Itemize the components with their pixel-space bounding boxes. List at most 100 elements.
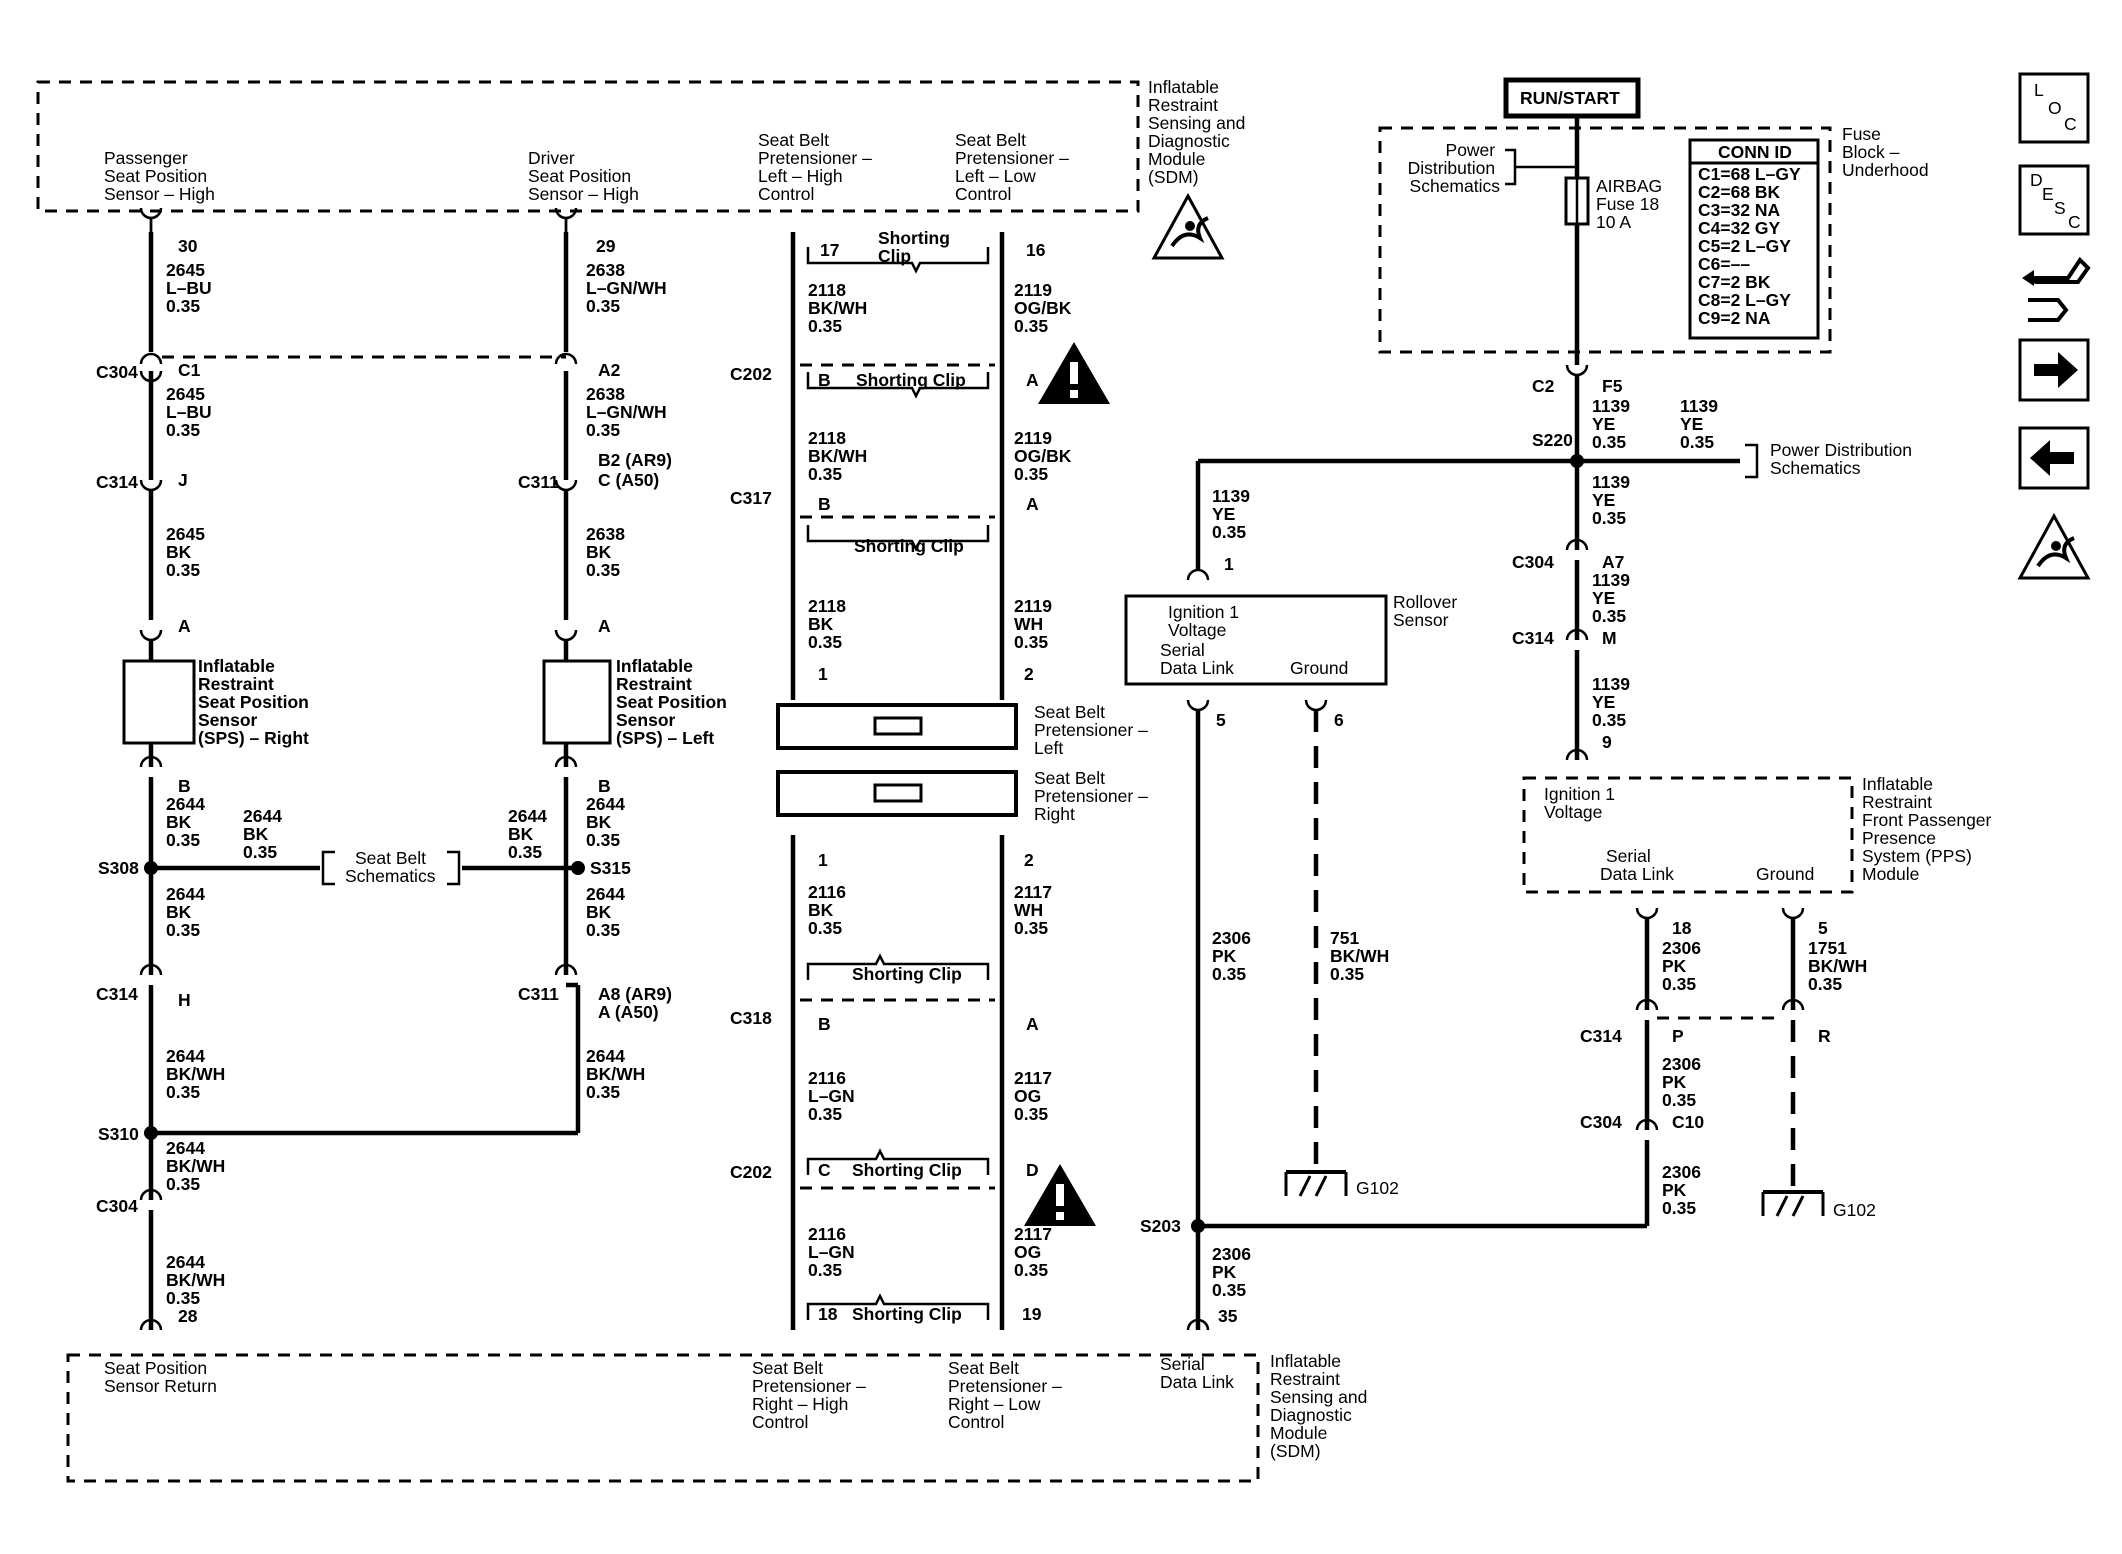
- connector-label: C304: [1580, 1112, 1622, 1132]
- conn-id-table: [1688, 138, 1820, 340]
- connector-label: C314: [96, 984, 138, 1004]
- svg-text:L: L: [2034, 80, 2044, 100]
- sdm-bottom-title: Inflatable Restraint Sensing and Diagnos…: [1270, 1351, 1372, 1461]
- power-distribution-right-label: Power Distribution Schematics: [1770, 440, 1917, 478]
- connector-label: C317: [730, 488, 772, 508]
- shorting-clip-label: Shorting Clip: [854, 536, 964, 556]
- connector-icon[interactable]: [2022, 256, 2091, 322]
- sps-left-label: Inflatable Restraint Seat Position Senso…: [616, 656, 732, 748]
- svg-text:S: S: [2054, 198, 2066, 218]
- sdm-warning-icon: [1151, 192, 1225, 260]
- pretensioner-right-label: Seat Belt Pretensioner – Right: [1034, 768, 1153, 824]
- connector-label: C304: [1512, 552, 1554, 572]
- pretensioner-circuits: [776, 232, 1018, 1330]
- ground-label: G102: [1356, 1178, 1399, 1198]
- pin-label: B: [818, 1014, 831, 1034]
- pin-label: 17: [820, 240, 839, 260]
- svg-text:C: C: [2064, 114, 2077, 134]
- rollover-sensor: Rollover Sensor Ignition 1 Voltage Seria…: [1124, 592, 1647, 1331]
- ignition-feed-circuit: Power Distribution Schematics: [1186, 364, 1917, 761]
- pin-label: A: [1026, 494, 1039, 514]
- splice-names: S308 S315 S310 S220 S203: [98, 430, 1573, 1236]
- sdm-top-pin-left-high: Seat Belt Pretensioner – Left – High Con…: [758, 130, 877, 204]
- splice-label: S220: [1532, 430, 1573, 450]
- sdm-top-pin-left-low: Seat Belt Pretensioner – Left – Low Cont…: [955, 130, 1074, 204]
- run-start-label: RUN/START: [1520, 88, 1620, 108]
- seat-belt-schematics-ref[interactable]: Seat Belt Schematics: [321, 848, 461, 886]
- rollover-title: Rollover Sensor: [1393, 592, 1462, 630]
- connector-names: C304 C314 C311 C314 C311 C304 C202 C317 …: [96, 362, 1622, 1216]
- pin-label: C: [818, 1160, 831, 1180]
- pin-label: 16: [1026, 240, 1046, 260]
- pin-label: A: [598, 616, 611, 636]
- pin-label: 1: [1224, 554, 1234, 574]
- pin-label: D: [1026, 1160, 1039, 1180]
- pps-inner: Ignition 1 Voltage Serial Data Link Grou…: [1544, 784, 1814, 884]
- pin-label: 35: [1218, 1306, 1238, 1326]
- connector-label: C202: [730, 364, 772, 384]
- pin-labels: A A B B H 17 16 B A B A 1 2 1 2 B A C D …: [178, 240, 1831, 1326]
- loc-icon[interactable]: L O C: [2018, 72, 2090, 144]
- conn-id-rows: C1=68 L–GY C2=68 BK C3=32 NA C4=32 GY C5…: [1698, 164, 1805, 328]
- wire-label: A8 (AR9)A (A50): [598, 984, 672, 1022]
- sdm-top-pin-passenger: Passenger Seat Position Sensor – High: [104, 148, 215, 204]
- sdm-icon[interactable]: [2017, 512, 2091, 580]
- svg-text:D: D: [2030, 170, 2043, 190]
- connector-label: C304: [96, 362, 138, 382]
- next-arrow-icon[interactable]: [2018, 338, 2090, 402]
- sdm-top-pin-driver: Driver Seat Position Sensor – High: [528, 148, 639, 204]
- pin-label: B: [178, 776, 191, 796]
- svg-text:C: C: [2068, 212, 2081, 232]
- splice-label: S203: [1140, 1216, 1181, 1236]
- rollover-inner: Ignition 1 Voltage Serial Data Link Grou…: [1160, 602, 1348, 678]
- pin-label: 6: [1334, 710, 1344, 730]
- pin-label: R: [1818, 1026, 1831, 1046]
- splice-label: S310: [98, 1124, 139, 1144]
- connector-label: C311: [518, 984, 559, 1004]
- fuse-block-title: Fuse Block – Underhood: [1842, 124, 1929, 180]
- pin-label: A: [178, 616, 191, 636]
- connector-label: C314: [1580, 1026, 1622, 1046]
- sdm-bottom-pin-right-high: Seat Belt Pretensioner – Right – High Co…: [752, 1358, 871, 1432]
- desc-icon[interactable]: D E S C: [2018, 164, 2090, 236]
- connector-label: C311: [518, 472, 559, 492]
- pin-label: 1: [818, 664, 828, 684]
- splice-label: S315: [590, 858, 631, 878]
- connector-label: C318: [730, 1008, 772, 1028]
- sps-right-label: Inflatable Restraint Seat Position Senso…: [198, 656, 314, 748]
- prev-arrow-icon[interactable]: [2018, 426, 2090, 490]
- pretensioner-left-label: Seat Belt Pretensioner – Left: [1034, 702, 1153, 758]
- pin-label: A: [1026, 1014, 1039, 1034]
- sdm-bottom-pin-return: Seat Position Sensor Return: [104, 1358, 217, 1396]
- pin-label: 18: [818, 1304, 838, 1324]
- svg-text:O: O: [2048, 98, 2062, 118]
